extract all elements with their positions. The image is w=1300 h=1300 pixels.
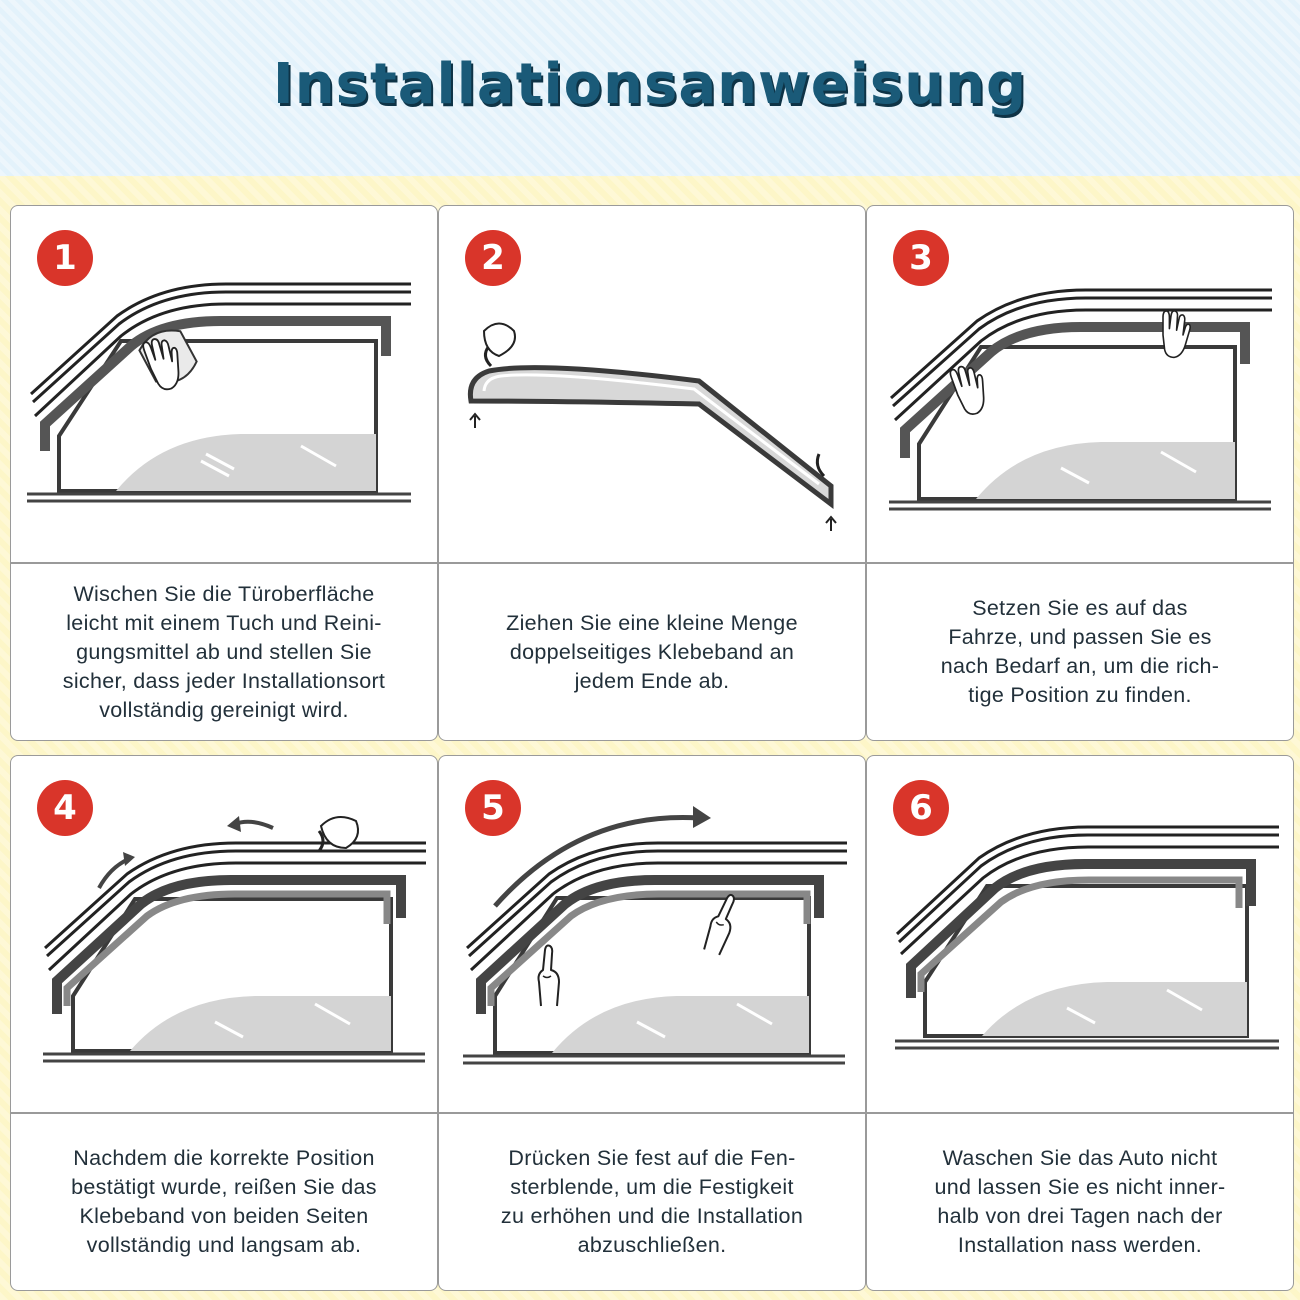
- page-title: Installationsanweisung: [272, 52, 1028, 117]
- step-6-text: Waschen Sie das Auto nicht und lassen Si…: [934, 1146, 1226, 1257]
- card-divider: [867, 1112, 1293, 1114]
- step-1-text: Wischen Sie die Türoberfläche leicht mit…: [62, 581, 386, 722]
- step-4-illustration: [43, 816, 426, 1063]
- step-number-badge: 3: [893, 230, 949, 286]
- step-3-illustration: [889, 288, 1272, 511]
- step-description: Nachdem die korrekte Position bestätigt …: [11, 1114, 437, 1290]
- card-divider: [439, 562, 865, 564]
- step-card-4: 4 Nachdem die korrekte Position bestätig…: [10, 755, 438, 1291]
- step-description: Waschen Sie das Auto nicht und lassen Si…: [867, 1114, 1293, 1290]
- step-description: Wischen Sie die Türoberfläche leicht mit…: [11, 564, 437, 740]
- step-number-badge: 1: [37, 230, 93, 286]
- step-card-2: 2 Ziehen Sie eine kleine Menge doppelsei…: [438, 205, 866, 741]
- step-3-text: Setzen Sie es auf das Fahrze, und passen…: [940, 596, 1220, 707]
- step-5-illustration: [463, 806, 847, 1065]
- card-divider: [439, 1112, 865, 1114]
- step-5-text: Drücken Sie fest auf die Fen- sterblende…: [500, 1146, 804, 1257]
- step-card-1: 1 Wischen Sie die Türoberfläche leicht m…: [10, 205, 438, 741]
- step-description: Ziehen Sie eine kleine Menge doppelseiti…: [439, 564, 865, 740]
- step-number-badge: 5: [465, 780, 521, 836]
- card-divider: [867, 562, 1293, 564]
- step-description: Drücken Sie fest auf die Fen- sterblende…: [439, 1114, 865, 1290]
- card-divider: [11, 562, 437, 564]
- step-4-text: Nachdem die korrekte Position bestätigt …: [71, 1146, 377, 1257]
- step-number-badge: 2: [465, 230, 521, 286]
- card-divider: [11, 1112, 437, 1114]
- step-number-badge: 6: [893, 780, 949, 836]
- step-card-6: 6 Waschen Sie das Auto nicht und lassen …: [866, 755, 1294, 1291]
- step-1-illustration: [27, 282, 411, 503]
- step-2-text: Ziehen Sie eine kleine Menge doppelseiti…: [506, 610, 798, 693]
- header-banner: [0, 0, 1300, 176]
- step-6-illustration: [895, 825, 1279, 1050]
- step-2-illustration: [467, 322, 837, 531]
- step-number-badge: 4: [37, 780, 93, 836]
- step-description: Setzen Sie es auf das Fahrze, und passen…: [867, 564, 1293, 740]
- step-card-3: 3 Setzen Sie es auf das Fahrze, und pass…: [866, 205, 1294, 741]
- step-card-5: 5 Drücken Sie fest auf die Fen- sterblen…: [438, 755, 866, 1291]
